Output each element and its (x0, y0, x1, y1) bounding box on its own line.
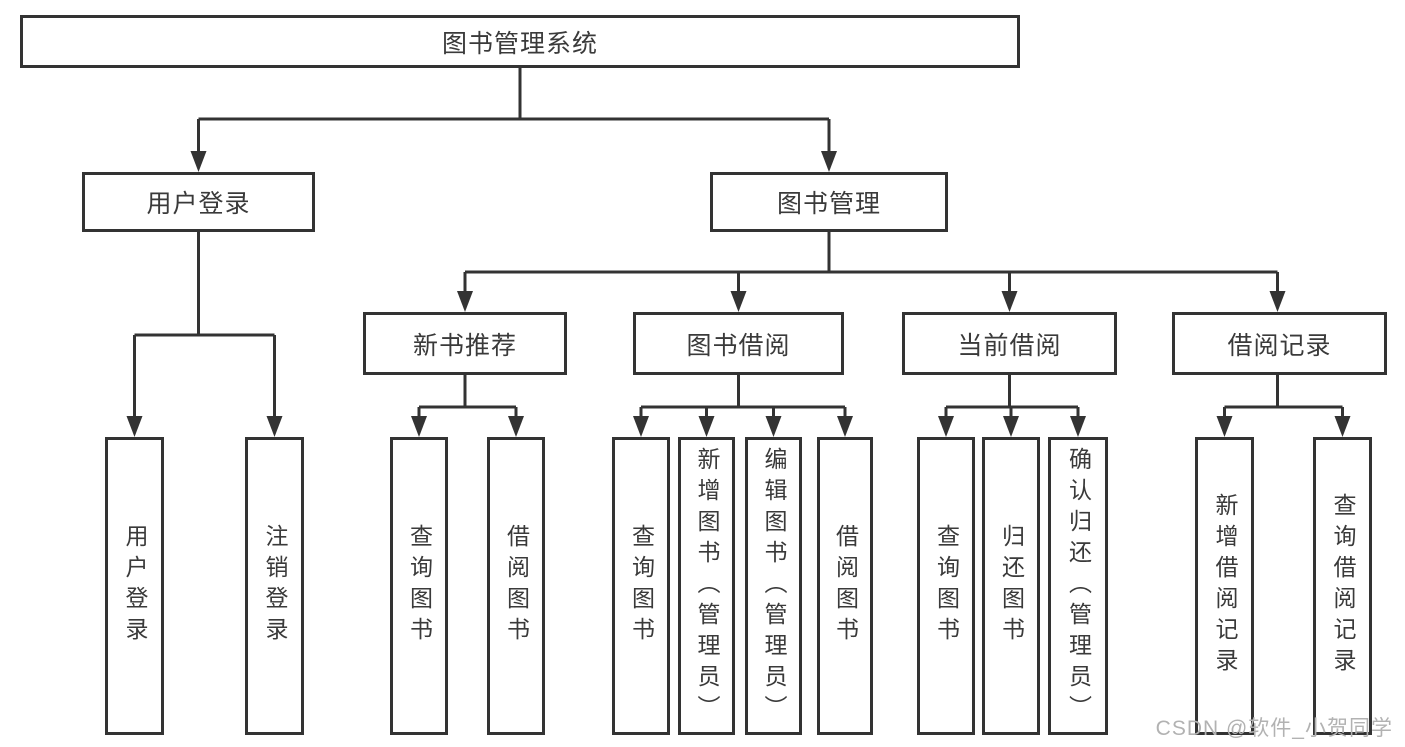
node-user-login-label: 用户登录 (146, 190, 251, 218)
leaf-edit-books-admin: 编辑图书（管理员） (745, 437, 802, 735)
node-borrowing-records-label: 借阅记录 (1227, 331, 1332, 360)
leaf-query-borrow-record: 查询借阅记录 (1313, 437, 1372, 735)
node-new-book-recommend: 新书推荐 (363, 312, 567, 375)
leaf-user-login: 用户登录 (105, 437, 164, 735)
leaf-query-books-1: 查询图书 (390, 437, 448, 735)
leaf-add-books-admin: 新增图书（管理员） (678, 437, 735, 735)
node-current-borrowing: 当前借阅 (902, 312, 1117, 375)
node-root-label: 图书管理系统 (441, 29, 598, 58)
leaf-add-borrow-record: 新增借阅记录 (1195, 437, 1254, 735)
leaf-borrow-books-2: 借阅图书 (817, 437, 873, 735)
leaf-query-books-3-label: 查询图书 (933, 524, 960, 648)
leaf-borrow-books-2-label: 借阅图书 (832, 524, 859, 648)
leaf-logout: 注销登录 (245, 437, 304, 735)
leaf-confirm-return-admin: 确认归还（管理员） (1048, 437, 1108, 735)
node-book-borrowing: 图书借阅 (633, 312, 844, 375)
node-book-management: 图书管理 (710, 172, 948, 232)
node-new-book-recommend-label: 新书推荐 (412, 331, 517, 360)
leaf-confirm-return-admin-label: 确认归还（管理员） (1065, 446, 1092, 726)
node-book-borrowing-label: 图书借阅 (686, 331, 791, 360)
leaf-query-books-1-label: 查询图书 (406, 524, 433, 648)
node-current-borrowing-label: 当前借阅 (957, 331, 1062, 360)
node-book-management-label: 图书管理 (776, 190, 881, 218)
node-user-login: 用户登录 (82, 172, 315, 232)
node-root: 图书管理系统 (20, 15, 1020, 68)
leaf-return-books: 归还图书 (982, 437, 1040, 735)
leaf-borrow-books-1: 借阅图书 (487, 437, 545, 735)
leaf-add-borrow-record-label: 新增借阅记录 (1212, 493, 1238, 679)
leaf-query-books-2-label: 查询图书 (628, 524, 655, 648)
leaf-add-books-admin-label: 新增图书（管理员） (694, 446, 720, 726)
leaf-user-login-label: 用户登录 (122, 524, 148, 648)
leaf-borrow-books-1-label: 借阅图书 (503, 524, 530, 648)
leaf-logout-label: 注销登录 (262, 524, 288, 648)
arrowheads (126, 151, 1351, 437)
leaf-edit-books-admin-label: 编辑图书（管理员） (761, 446, 787, 726)
leaf-query-borrow-record-label: 查询借阅记录 (1330, 493, 1356, 679)
leaf-return-books-label: 归还图书 (998, 524, 1025, 648)
leaf-query-books-3: 查询图书 (917, 437, 975, 735)
leaf-query-books-2: 查询图书 (612, 437, 670, 735)
watermark: CSDN @软件_小贺同学 (1155, 717, 1393, 740)
node-borrowing-records: 借阅记录 (1172, 312, 1387, 375)
